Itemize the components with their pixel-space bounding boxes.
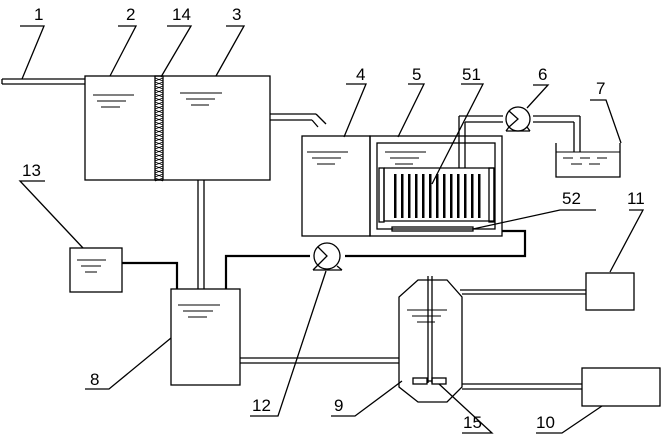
membrane-fiber [457,174,460,218]
membrane-fiber [401,174,404,218]
buffer-tank [301,135,371,237]
label-4: 4 [356,65,365,84]
label-12: 12 [252,396,271,415]
return-line-2 [224,254,310,289]
label-11: 11 [627,189,645,208]
mesh-hatch [154,133,164,138]
label-9: 9 [334,396,343,415]
gas-collector [585,272,635,311]
membrane-fiber [422,174,425,218]
mesh-hatch [154,129,164,134]
digester [398,279,463,403]
label-2: 2 [126,5,135,24]
mesh-hatch [154,157,164,162]
mesh-hatch [154,161,164,166]
label-6: 6 [538,65,547,84]
mesh-hatch [154,109,164,114]
membrane-fiber [415,174,418,218]
filter-mesh [154,75,164,182]
label-13: 13 [22,161,41,180]
return-line [345,229,527,258]
outlet-pipe [462,383,582,390]
mesh-hatch [154,113,164,118]
mesh-hatch [154,77,164,82]
mesh-hatch [154,117,164,122]
mesh-hatch [154,105,164,110]
mesh-hatch [154,125,164,130]
membrane-fiber [464,174,467,218]
label-14: 14 [172,5,191,24]
pump-12 [312,242,343,271]
leader-lines [18,25,645,434]
label-7: 7 [596,79,605,98]
label-3: 3 [232,5,241,24]
mesh-hatch [154,89,164,94]
mesh-hatch [154,81,164,86]
membrane-fiber [408,174,411,218]
residue-tank [581,367,661,407]
pump-6 [505,106,531,132]
sludge-tank [170,288,241,386]
mesh-hatch [154,169,164,174]
membrane-fiber [429,174,432,218]
mesh-hatch [154,173,164,178]
membrane-fiber [450,174,453,218]
stirrer [412,276,447,385]
membrane-fiber [471,174,474,218]
pretreatment-tank [84,75,271,181]
label-5: 5 [412,65,421,84]
label-10: 10 [536,413,555,432]
mesh-hatch [154,149,164,154]
mesh-hatch [154,137,164,142]
membrane-fiber [443,174,446,218]
membrane-fiber [394,174,397,218]
overflow-pipe [270,113,327,128]
mesh-hatch [154,85,164,90]
mesh-hatch [154,145,164,150]
membrane-module [378,167,495,223]
feed-pipe-to-digester [240,357,399,364]
drain-pipe [197,180,205,289]
labels: 1 2 14 3 4 5 51 6 7 13 52 11 8 12 9 15 1… [22,5,645,432]
mesh-hatch [154,97,164,102]
mesh-hatch [154,165,164,170]
permeate-pipe [458,115,581,168]
membrane-reactor [369,135,503,237]
label-52: 52 [562,189,581,208]
label-51: 51 [462,65,481,84]
label-15: 15 [463,413,482,432]
mesh-hatch [154,93,164,98]
feed-pipe [1,78,85,85]
mesh-hatch [154,121,164,126]
dosing-line-13 [122,261,179,289]
label-1: 1 [34,5,43,24]
mesh-hatch [154,141,164,146]
gas-pipe [460,289,586,295]
membrane-fiber [478,174,481,218]
mesh-hatch [154,177,164,182]
dosing-tank-13 [69,247,123,293]
label-8: 8 [90,370,99,389]
mesh-hatch [154,101,164,106]
mesh-hatch [154,153,164,158]
membrane-fiber [436,174,439,218]
product-tank [555,143,621,178]
